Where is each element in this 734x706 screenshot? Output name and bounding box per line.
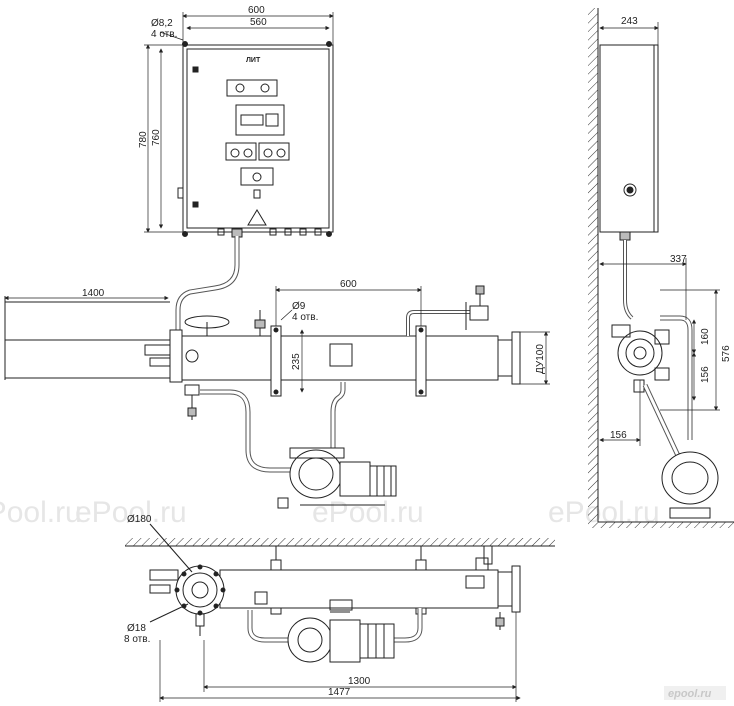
dim-pipe-nominal: ДУ100 — [535, 344, 546, 374]
dim-flange-spacing: 600 — [340, 279, 357, 290]
dim-bracket-hole-count: 4 отв. — [292, 312, 318, 323]
dim-side-h2: 156 — [700, 366, 711, 383]
dim-mount-hole-dia: Ø8,2 — [151, 18, 173, 29]
watermark-left: ePool.ru — [0, 496, 82, 529]
dim-flange-hole-count: 8 отв. — [124, 634, 150, 645]
dim-side-h1: 160 — [700, 328, 711, 345]
cabinet-brand: ЛИТ — [246, 57, 261, 64]
dim-bracket-hole-dia: Ø9 — [292, 301, 306, 312]
dim-cab-height-inner: 760 — [151, 129, 162, 146]
dim-mount-hole-count: 4 отв. — [151, 29, 177, 40]
dim-plan-length-inner: 1300 — [348, 676, 371, 687]
dim-cab-width-outer: 600 — [248, 5, 265, 16]
dim-cab-width-inner: 560 — [250, 17, 267, 28]
dim-cable-length: 1400 — [82, 288, 105, 299]
dim-side-depth: 243 — [621, 16, 638, 27]
logo: epool.ru — [668, 688, 712, 700]
side-dimensions — [599, 22, 720, 446]
watermarks: ePool.ru ePool.ru ePool.ru ePool.ru — [0, 496, 660, 529]
dim-side-wall-offset: 156 — [610, 430, 627, 441]
dim-side-total: 576 — [721, 345, 732, 362]
watermark-2: ePool.ru — [312, 496, 424, 529]
dim-side-offset: 337 — [670, 254, 687, 265]
side-view — [588, 8, 734, 528]
dim-bracket-height: 235 — [291, 353, 302, 370]
plan-view — [125, 523, 555, 663]
dim-cab-height-outer: 780 — [138, 131, 149, 148]
dim-plan-length-total: 1477 — [328, 687, 351, 698]
control-cabinet — [175, 41, 334, 330]
lamp-dimensions — [4, 286, 550, 393]
cabinet-dimensions — [144, 12, 334, 233]
watermark-1: ePool.ru — [75, 496, 187, 529]
uv-lamp-front — [4, 285, 521, 509]
logo-box — [664, 686, 726, 700]
plan-dimensions — [159, 612, 521, 702]
dim-flange-dia: Ø180 — [127, 514, 152, 525]
dim-flange-hole-dia: Ø18 — [127, 623, 146, 634]
